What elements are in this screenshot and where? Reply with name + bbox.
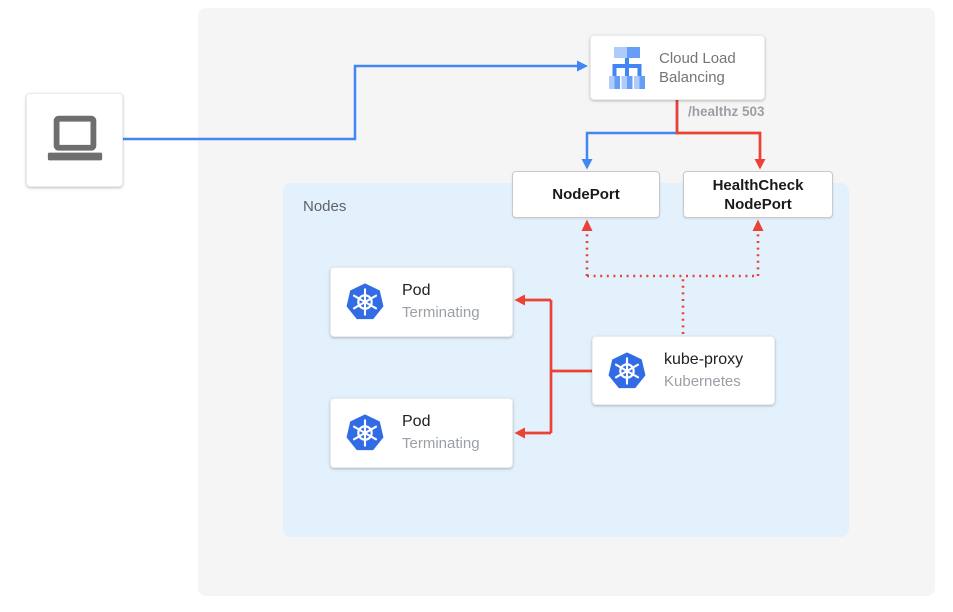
cloud-load-balancing-box: Cloud Load Balancing xyxy=(590,35,765,100)
kube-proxy-subtitle: Kubernetes xyxy=(664,372,741,390)
connector-kubeproxy-to-nodeports xyxy=(581,219,764,334)
kube-proxy-title: kube-proxy xyxy=(664,350,744,368)
healthz-503-label: /healthz 503 xyxy=(688,104,765,119)
pod-2-box: Pod Terminating xyxy=(330,398,513,468)
connector-loadbalancer-to-nodeport xyxy=(581,100,679,170)
laptop-icon xyxy=(47,115,102,161)
client-box xyxy=(26,93,123,187)
connector-kubeproxy-to-pods xyxy=(514,294,592,439)
pod-2-status: Terminating xyxy=(402,435,480,452)
healthcheck-nodeport-label-line1: HealthCheck xyxy=(712,176,804,194)
cloud-load-balancing-icon xyxy=(609,46,645,89)
kubernetes-icon xyxy=(345,282,385,321)
pod-2-title: Pod xyxy=(402,413,431,430)
nodes-group-label: Nodes xyxy=(303,198,347,215)
connector-loadbalancer-to-healthcheck xyxy=(675,100,766,170)
healthcheck-nodeport-box: HealthCheck NodePort xyxy=(683,171,833,218)
nodeport-box: NodePort xyxy=(512,171,660,218)
kubernetes-icon xyxy=(607,350,647,389)
pod-1-title: Pod xyxy=(402,282,431,299)
nodeport-label: NodePort xyxy=(552,186,620,203)
pod-1-box: Pod Terminating xyxy=(330,267,513,337)
pod-1-status: Terminating xyxy=(402,304,480,321)
healthcheck-nodeport-label-line2: NodePort xyxy=(724,195,792,213)
connector-client-to-loadbalancer xyxy=(123,60,588,141)
kube-proxy-box: kube-proxy Kubernetes xyxy=(592,336,775,405)
kubernetes-icon xyxy=(345,413,385,452)
cloud-load-balancing-label: Cloud Load Balancing xyxy=(659,49,736,86)
